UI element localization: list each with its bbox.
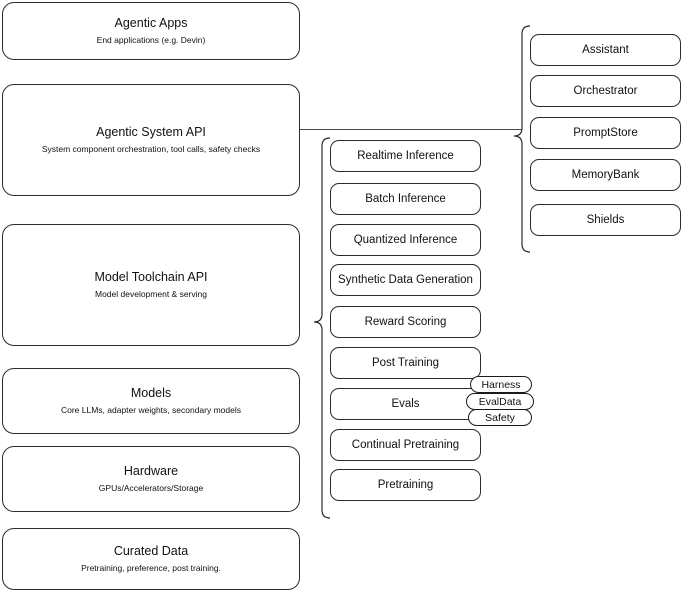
- layer-title: Curated Data: [113, 543, 189, 558]
- layer-title: Agentic System API: [96, 124, 206, 139]
- layer-title: Models: [130, 385, 172, 400]
- connector-line-system-api-to-components: [300, 129, 522, 130]
- component-label: Assistant: [582, 43, 629, 56]
- component-label: MemoryBank: [571, 168, 640, 181]
- eval-chip-label: Safety: [485, 411, 515, 424]
- capability-box-realtime-inference[interactable]: Realtime Inference: [330, 140, 481, 172]
- capability-box-continual-pretraining[interactable]: Continual Pretraining: [330, 429, 481, 461]
- eval-chip-evaldata[interactable]: EvalData: [466, 393, 534, 410]
- component-box-orchestrator[interactable]: Orchestrator: [530, 75, 681, 107]
- component-box-promptstore[interactable]: PromptStore: [530, 117, 681, 149]
- capability-label: Realtime Inference: [357, 149, 454, 162]
- eval-chip-harness[interactable]: Harness: [470, 376, 532, 393]
- layer-title: Agentic Apps: [114, 15, 188, 30]
- capability-label: Evals: [391, 397, 420, 410]
- component-box-memorybank[interactable]: MemoryBank: [530, 159, 681, 191]
- capability-label: Quantized Inference: [353, 233, 458, 246]
- layer-box-model-toolchain-api[interactable]: Model Toolchain API Model development & …: [2, 224, 300, 346]
- capability-label: Post Training: [371, 356, 440, 369]
- eval-chip-safety[interactable]: Safety: [468, 409, 532, 426]
- component-label: Shields: [586, 213, 625, 226]
- capability-box-post-training[interactable]: Post Training: [330, 347, 481, 379]
- layer-box-curated-data[interactable]: Curated Data Pretraining, preference, po…: [2, 528, 300, 590]
- layer-box-hardware[interactable]: Hardware GPUs/Accelerators/Storage: [2, 446, 300, 512]
- component-label: PromptStore: [573, 126, 638, 139]
- layer-title: Model Toolchain API: [94, 269, 208, 284]
- capability-label: Batch Inference: [365, 192, 446, 205]
- brace-toolchain-capabilities: [313, 137, 331, 519]
- eval-chip-label: EvalData: [478, 395, 522, 408]
- layer-box-agentic-system-api[interactable]: Agentic System API System component orch…: [2, 84, 300, 196]
- brace-agentic-components: [513, 25, 531, 253]
- capability-label: Synthetic Data Generation: [338, 273, 473, 286]
- capability-box-quantized-inference[interactable]: Quantized Inference: [330, 224, 481, 256]
- layer-subtitle: End applications (e.g. Devin): [96, 35, 206, 46]
- component-box-shields[interactable]: Shields: [530, 204, 681, 236]
- layer-subtitle: Core LLMs, adapter weights, secondary mo…: [60, 405, 241, 416]
- layer-title: Hardware: [123, 463, 179, 478]
- capability-label: Reward Scoring: [364, 315, 447, 328]
- capability-box-synthetic-data-generation[interactable]: Synthetic Data Generation: [330, 264, 481, 296]
- capability-box-reward-scoring[interactable]: Reward Scoring: [330, 306, 481, 338]
- component-label: Orchestrator: [573, 84, 638, 97]
- capability-box-evals[interactable]: Evals: [330, 388, 481, 420]
- capability-label: Continual Pretraining: [351, 438, 460, 451]
- layer-subtitle: System component orchestration, tool cal…: [41, 144, 261, 155]
- component-box-assistant[interactable]: Assistant: [530, 34, 681, 66]
- capability-box-batch-inference[interactable]: Batch Inference: [330, 183, 481, 215]
- layer-box-models[interactable]: Models Core LLMs, adapter weights, secon…: [2, 368, 300, 434]
- layer-box-agentic-apps[interactable]: Agentic Apps End applications (e.g. Devi…: [2, 2, 300, 60]
- capability-box-pretraining[interactable]: Pretraining: [330, 469, 481, 501]
- layer-subtitle: GPUs/Accelerators/Storage: [98, 483, 204, 494]
- capability-label: Pretraining: [377, 478, 434, 491]
- eval-chip-label: Harness: [481, 378, 521, 391]
- layer-subtitle: Model development & serving: [95, 289, 207, 300]
- layer-subtitle: Pretraining, preference, post training.: [81, 563, 221, 574]
